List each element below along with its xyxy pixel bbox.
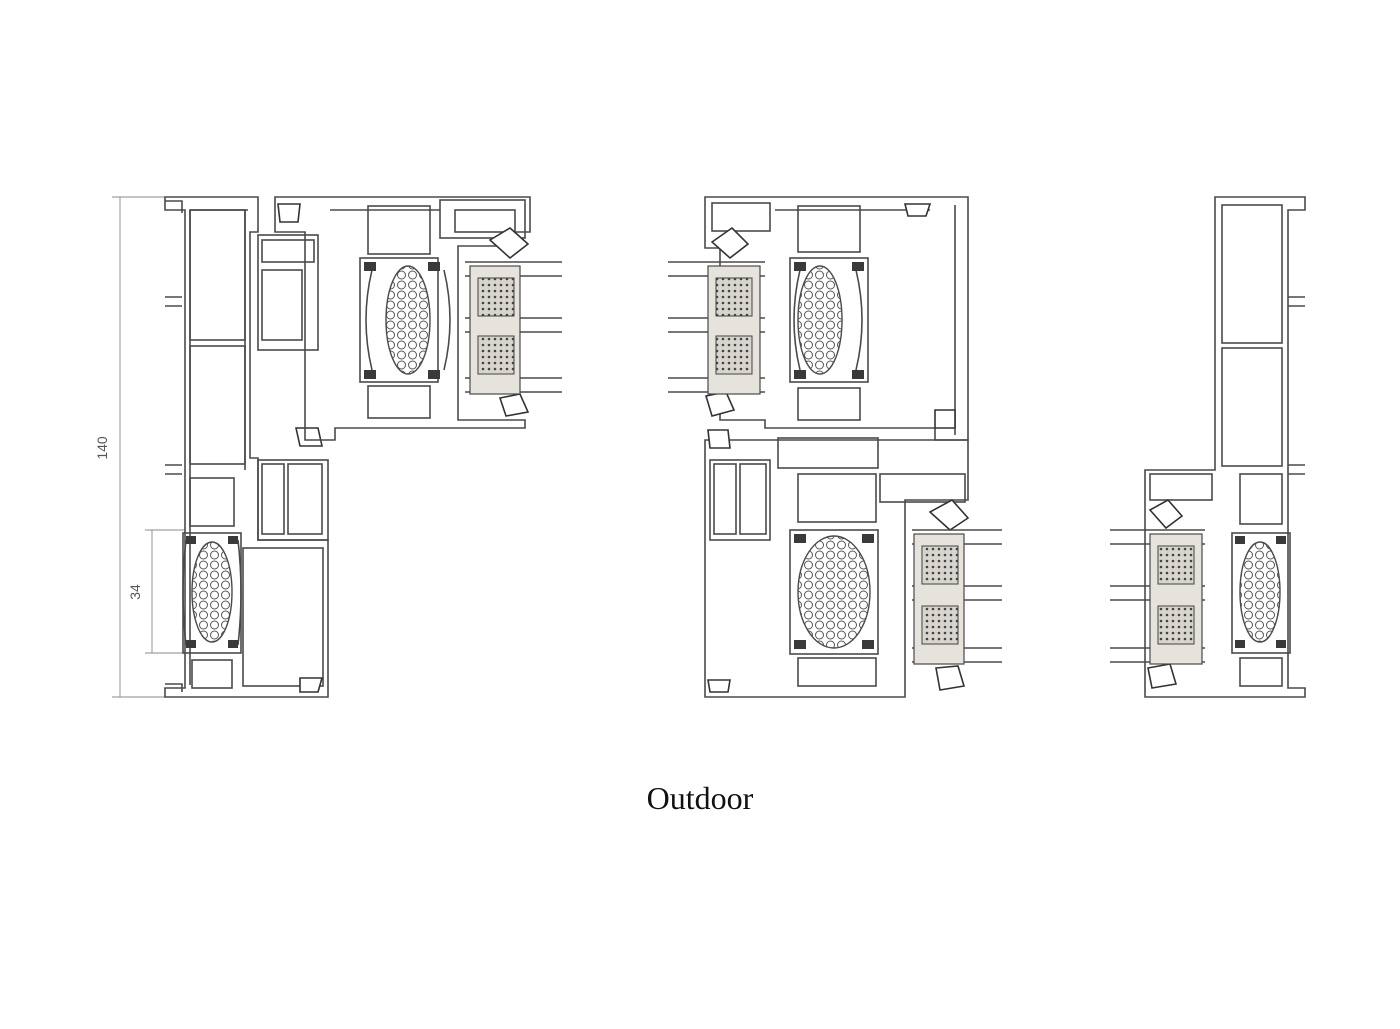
- dimension-overall: 140: [94, 196, 182, 698]
- dimension-label-34: 34: [127, 584, 143, 600]
- left-sash-profile: [274, 196, 531, 441]
- right-frame-profile: [1144, 196, 1306, 698]
- dimension-label-140: 140: [94, 436, 110, 460]
- right-glass-unit: [1110, 529, 1205, 665]
- middle-sash-profile: [704, 196, 969, 441]
- dimension-bead: 34: [127, 529, 185, 654]
- caption-outdoor: Outdoor: [646, 780, 754, 816]
- middle-glass-unit-bottom: [912, 529, 1002, 665]
- middle-glass-unit-top: [668, 261, 765, 395]
- middle-frame-profile: [704, 429, 970, 698]
- left-frame-profile: [164, 196, 329, 698]
- left-glass-unit: [465, 261, 562, 395]
